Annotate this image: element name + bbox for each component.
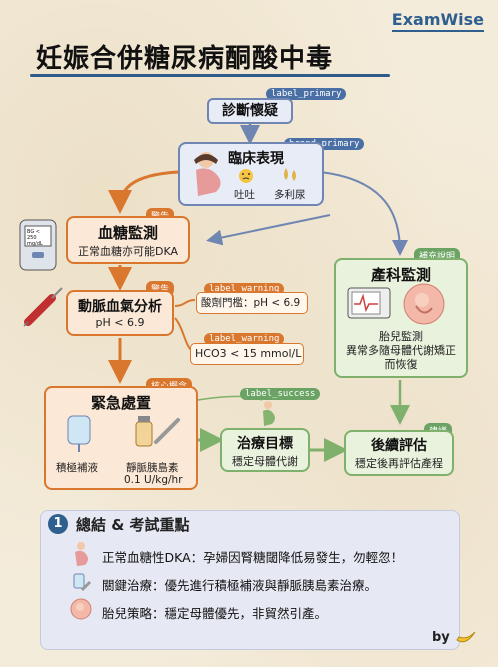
pregnant-woman-icon	[194, 152, 221, 196]
emergency-title: 緊急處置	[90, 394, 151, 412]
summary-row-2: 關鍵治療：優先進行積極補液與靜脈胰島素治療。	[102, 578, 378, 593]
arrow-clinical-glucose	[108, 170, 179, 214]
arrow-obstetric-glucose	[206, 214, 331, 246]
arrow-clinical-obstetric	[319, 171, 408, 256]
warning-hco3-box: HCO3 < 15 mmol/L	[190, 343, 304, 365]
banana-logo-icon	[456, 631, 476, 643]
tag-label-success: label_success	[240, 388, 321, 400]
fetal-monitor-icon	[347, 287, 391, 319]
followup-box: 後續評估 穩定後再評估產程	[344, 430, 454, 476]
fetus-summary-icon	[70, 598, 92, 620]
insulin-vial-icon	[135, 416, 180, 447]
goal-title: 治療目標	[237, 436, 293, 452]
tag-label-warning-2: label_warning	[204, 333, 285, 345]
iv-bag-icon	[67, 415, 91, 452]
syringe-icon	[23, 287, 63, 327]
emergency-box: 緊急處置 積極補液 靜脈胰島素 0.1 U/kg/hr	[44, 386, 198, 490]
followup-title: 後續評估	[371, 438, 427, 454]
water-drops-icon	[284, 168, 296, 181]
emergency-dose: 0.1 U/kg/hr	[124, 474, 183, 486]
goal-box: 治療目標 穩定母體代謝	[220, 428, 310, 472]
nausea-face-icon	[239, 169, 253, 183]
clinical-vomit: 吐吐	[234, 189, 255, 201]
glucose-box: 血糖監測 正常血糖亦可能DKA	[66, 216, 190, 264]
tag-label-primary: label_primary	[266, 88, 347, 100]
pregnant-woman-summary-icon	[75, 542, 88, 566]
title-underline	[30, 74, 390, 77]
clinical-polyuria: 多利尿	[274, 189, 306, 201]
svg-text:250: 250	[27, 235, 37, 241]
emergency-insulin: 靜脈胰島素	[126, 462, 179, 474]
obstetric-line1: 胎兒監測	[379, 330, 423, 343]
obstetric-line2: 異常多隨母體代謝矯正	[346, 344, 456, 357]
svg-text:BG <: BG <	[27, 229, 40, 235]
summary-row-3: 胎兒策略：穩定母體優先，非貿然引產。	[102, 606, 328, 621]
abg-box: 動脈血氣分析 pH < 6.9	[66, 290, 174, 336]
pregnant-woman-small-icon	[263, 401, 275, 426]
obstetric-box: 產科監測 胎兒監測 異常多隨母體代謝矯正 而恢復	[334, 258, 468, 378]
brand-logo: ExamWise	[391, 10, 484, 32]
obstetric-line3: 而恢復	[384, 358, 418, 371]
summary-number-badge: 1	[48, 514, 68, 534]
footer-by: by	[432, 630, 450, 645]
goal-text: 穩定母體代謝	[232, 455, 298, 468]
abg-ph: pH < 6.9	[95, 316, 145, 329]
svg-text:mg/dL: mg/dL	[27, 241, 43, 247]
page-title: 妊娠合併糖尿病酮酸中毒	[36, 44, 334, 74]
iv-syringe-summary-icon	[73, 573, 92, 592]
glucose-meter-icon: BG < 250 mg/dL	[19, 219, 57, 271]
summary-title: 總結 & 考試重點	[76, 516, 190, 534]
obstetric-title: 產科監測	[370, 266, 431, 284]
fetus-icon	[403, 283, 445, 325]
clinical-title: 臨床表現	[228, 151, 284, 167]
glucose-note: 正常血糖亦可能DKA	[77, 245, 178, 258]
abg-title: 動脈血氣分析	[78, 299, 162, 315]
summary-panel	[40, 510, 460, 650]
diagnosis-box: 診斷懷疑	[207, 98, 293, 124]
glucose-title: 血糖監測	[97, 224, 158, 242]
clinical-box: 臨床表現 吐吐 多利尿	[178, 142, 324, 206]
summary-row-1: 正常血糖性DKA：孕婦因腎糖閾降低易發生，勿輕忽！	[102, 550, 404, 565]
warning-ph-text: 酸劑門檻：pH < 6.9	[201, 297, 301, 309]
warning-ph-box: 酸劑門檻：pH < 6.9	[196, 292, 308, 314]
diagnosis-label: 診斷懷疑	[222, 103, 278, 119]
followup-text: 穩定後再評估產程	[355, 457, 443, 470]
arrow-abg-warning1	[174, 299, 196, 307]
warning-hco3-text: HCO3 < 15 mmol/L	[195, 347, 302, 360]
emergency-fluid: 積極補液	[56, 462, 98, 474]
